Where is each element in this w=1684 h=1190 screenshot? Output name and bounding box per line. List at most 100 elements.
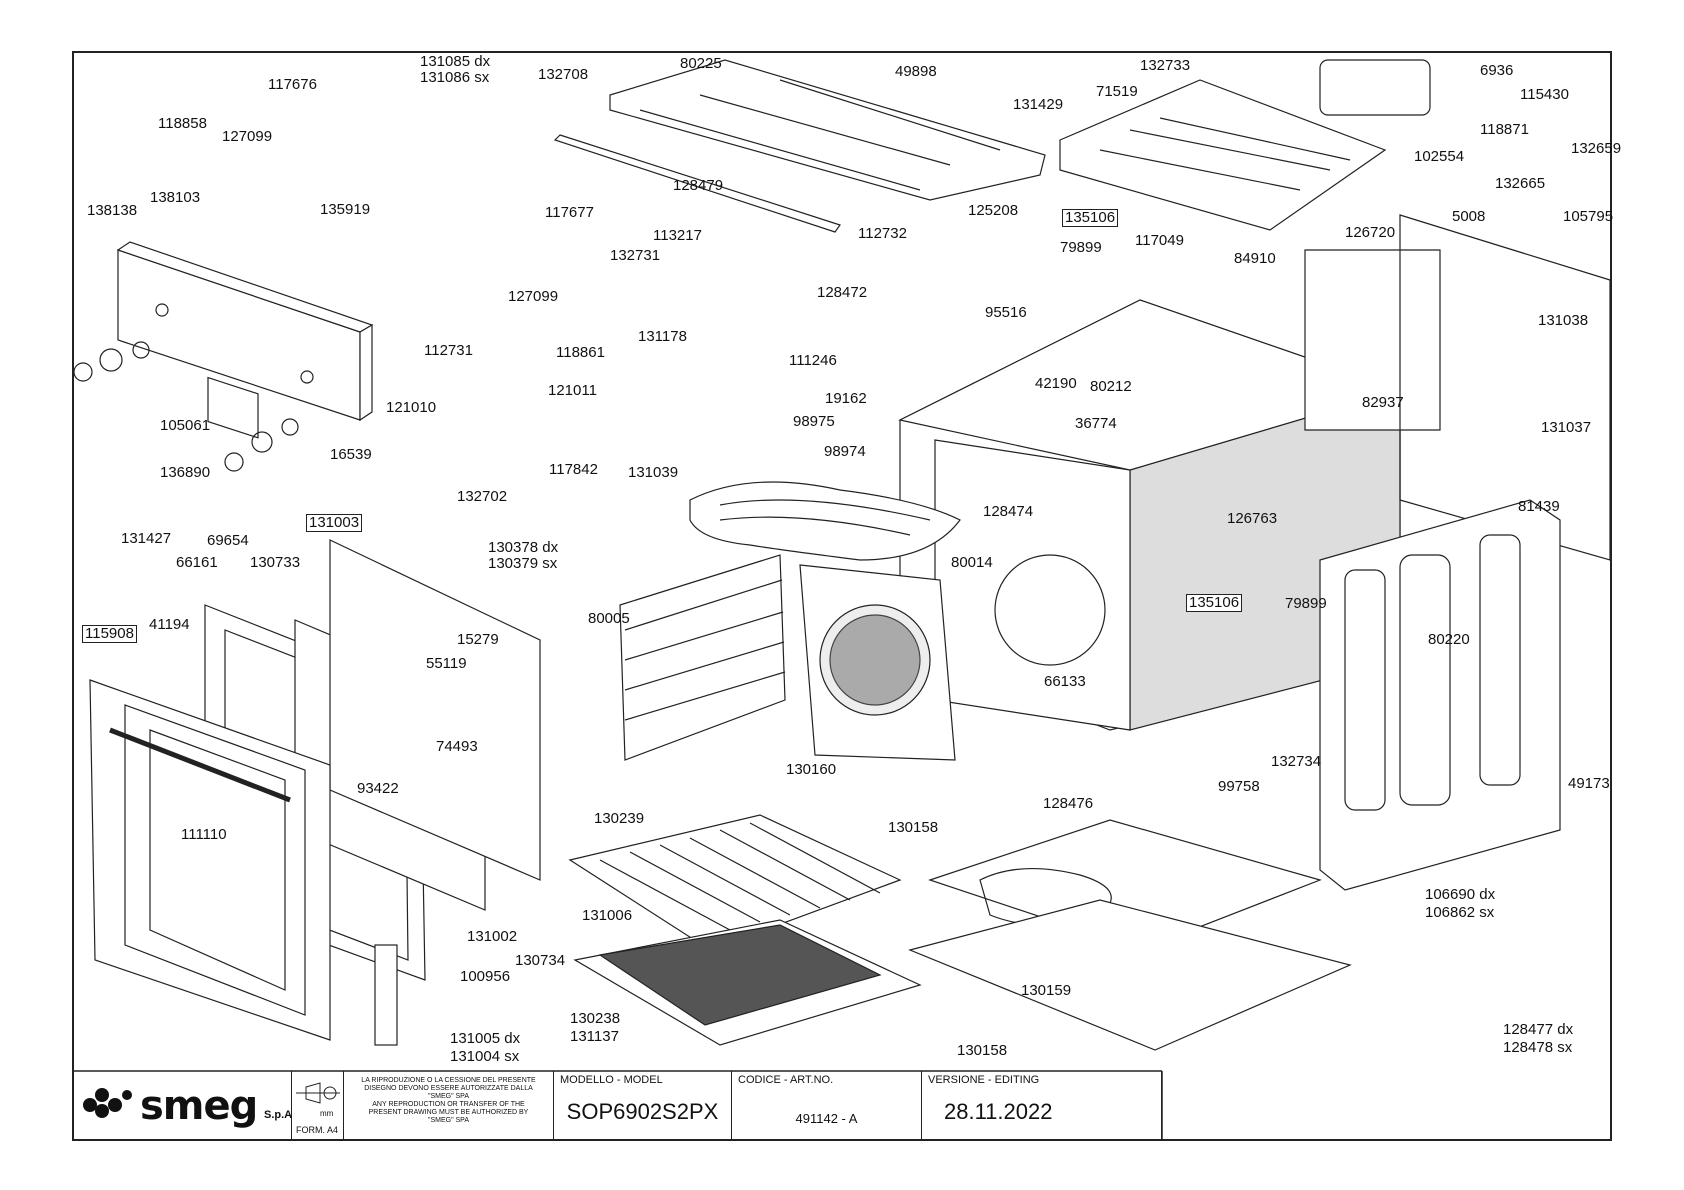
- part-label: 49173: [1568, 775, 1610, 792]
- logo-wordmark: smeg: [140, 1083, 258, 1129]
- legal-cell: LA RIPRODUZIONE O LA CESSIONE DEL PRESEN…: [344, 1071, 554, 1141]
- part-label: 131178: [638, 328, 687, 345]
- part-label: 102554: [1414, 148, 1465, 165]
- part-label: 130239: [594, 810, 645, 827]
- legal-en-line: PRESENT DRAWING MUST BE AUTHORIZED BY: [368, 1109, 529, 1116]
- part-label: 112731: [424, 342, 473, 359]
- version-caption: VERSIONE - EDITING: [928, 1074, 1040, 1086]
- part-label: 128477 dx: [1503, 1021, 1574, 1038]
- part-label: 105795: [1563, 208, 1614, 225]
- part-label: 132734: [1271, 753, 1322, 770]
- part-label: 66133: [1044, 673, 1086, 690]
- part-label: 131002: [467, 928, 518, 945]
- part-label: 131086 sx: [420, 69, 490, 86]
- format-cell: mm FORM. A4: [292, 1071, 344, 1141]
- door-glass-part: [329, 539, 541, 881]
- part-label: 130159: [1021, 982, 1072, 999]
- part-label: 132708: [538, 66, 589, 83]
- part-label: 128474: [983, 503, 1034, 520]
- part-label: 131039: [628, 464, 679, 481]
- part-label: 118871: [1480, 121, 1529, 138]
- part-label: 126763: [1227, 510, 1278, 527]
- part-label: 118861: [556, 344, 605, 361]
- part-label: 82937: [1362, 394, 1404, 411]
- part-label: 81439: [1518, 498, 1560, 515]
- grill-element-part: [689, 481, 961, 561]
- part-label: 138103: [150, 189, 201, 206]
- part-label: 84910: [1234, 250, 1276, 267]
- part-label: 98975: [793, 413, 835, 430]
- model-caption: MODELLO - MODEL: [560, 1074, 663, 1086]
- model-value: SOP6902S2PX: [566, 1099, 719, 1124]
- part-label: 115430: [1520, 86, 1569, 103]
- part-label-boxed: 135106: [1062, 209, 1119, 227]
- part-label-boxed: 131003: [306, 514, 363, 532]
- part-label: 98974: [824, 443, 866, 460]
- part-label: 55119: [426, 655, 467, 672]
- part-label: 128479: [673, 177, 724, 194]
- part-label: 132665: [1495, 175, 1546, 192]
- part-label: 128478 sx: [1503, 1039, 1573, 1056]
- part-label: 132659: [1571, 140, 1622, 157]
- outer-door-part: [89, 679, 331, 1041]
- logo-suffix: S.p.A: [264, 1109, 293, 1121]
- part-label: 105061: [160, 417, 211, 434]
- part-label: 111246: [789, 352, 837, 369]
- part-label: 127099: [508, 288, 559, 305]
- smeg-dots-icon: [83, 1088, 132, 1118]
- part-label: 126720: [1345, 224, 1396, 241]
- part-label: 100956: [460, 968, 511, 985]
- part-label: 42190: [1035, 375, 1077, 392]
- part-label: 132731: [610, 247, 661, 264]
- baking-tray-part: [573, 919, 922, 1046]
- part-label: 127099: [222, 128, 273, 145]
- part-label: 99758: [1218, 778, 1260, 795]
- part-label-boxed: 135106: [1186, 594, 1243, 612]
- part-label: 5008: [1452, 208, 1486, 225]
- part-label: 15279: [457, 631, 499, 648]
- part-label: 80005: [588, 610, 630, 627]
- hinge-part: [374, 944, 398, 1046]
- top-heating-plate-part: [1059, 79, 1387, 231]
- projection-symbol-icon: [296, 1082, 340, 1104]
- part-label: 80014: [951, 554, 993, 571]
- base-plate-part: [908, 899, 1352, 1051]
- part-label: 117049: [1135, 232, 1184, 249]
- part-label: 112732: [858, 225, 907, 242]
- code-value: 491142 - A: [795, 1111, 858, 1126]
- back-panel-part: [1304, 249, 1441, 431]
- drawing-frame: [72, 51, 1612, 1141]
- part-label: 74493: [436, 738, 478, 755]
- part-label: 138138: [87, 202, 138, 219]
- part-label: 19162: [825, 390, 867, 407]
- part-label: 6936: [1480, 62, 1514, 79]
- part-label: 79899: [1060, 239, 1102, 256]
- part-label: 131005 dx: [450, 1030, 521, 1047]
- fan-cover-part: [799, 564, 956, 761]
- part-label: 130238: [570, 1010, 621, 1027]
- part-label: 36774: [1075, 415, 1117, 432]
- part-label: 69654: [207, 532, 249, 549]
- part-label: 118858: [158, 115, 207, 132]
- part-label: 128472: [817, 284, 868, 301]
- side-panel-part: [1319, 499, 1561, 891]
- part-label: 95516: [985, 304, 1027, 321]
- part-label: 130158: [957, 1042, 1008, 1059]
- part-label: 131085 dx: [420, 53, 491, 70]
- part-label: 117676: [268, 76, 317, 93]
- part-label: 128476: [1043, 795, 1094, 812]
- part-label: 111110: [181, 826, 227, 843]
- part-label: 131006: [582, 907, 633, 924]
- part-label: 79899: [1285, 595, 1327, 612]
- wire-shelf-part: [568, 814, 902, 951]
- unit-label: mm: [320, 1109, 334, 1118]
- legal-it-line: DISEGNO DEVONO ESSERE AUTORIZZATE DALLA: [364, 1085, 533, 1092]
- part-label: 136890: [160, 464, 211, 481]
- part-label: 117677: [545, 204, 594, 221]
- part-label: 135919: [320, 201, 371, 218]
- part-label: 131037: [1541, 419, 1592, 436]
- part-label: 130379 sx: [488, 555, 558, 572]
- part-label: 80212: [1090, 378, 1132, 395]
- logo-cell: smeg S.p.A: [72, 1071, 292, 1141]
